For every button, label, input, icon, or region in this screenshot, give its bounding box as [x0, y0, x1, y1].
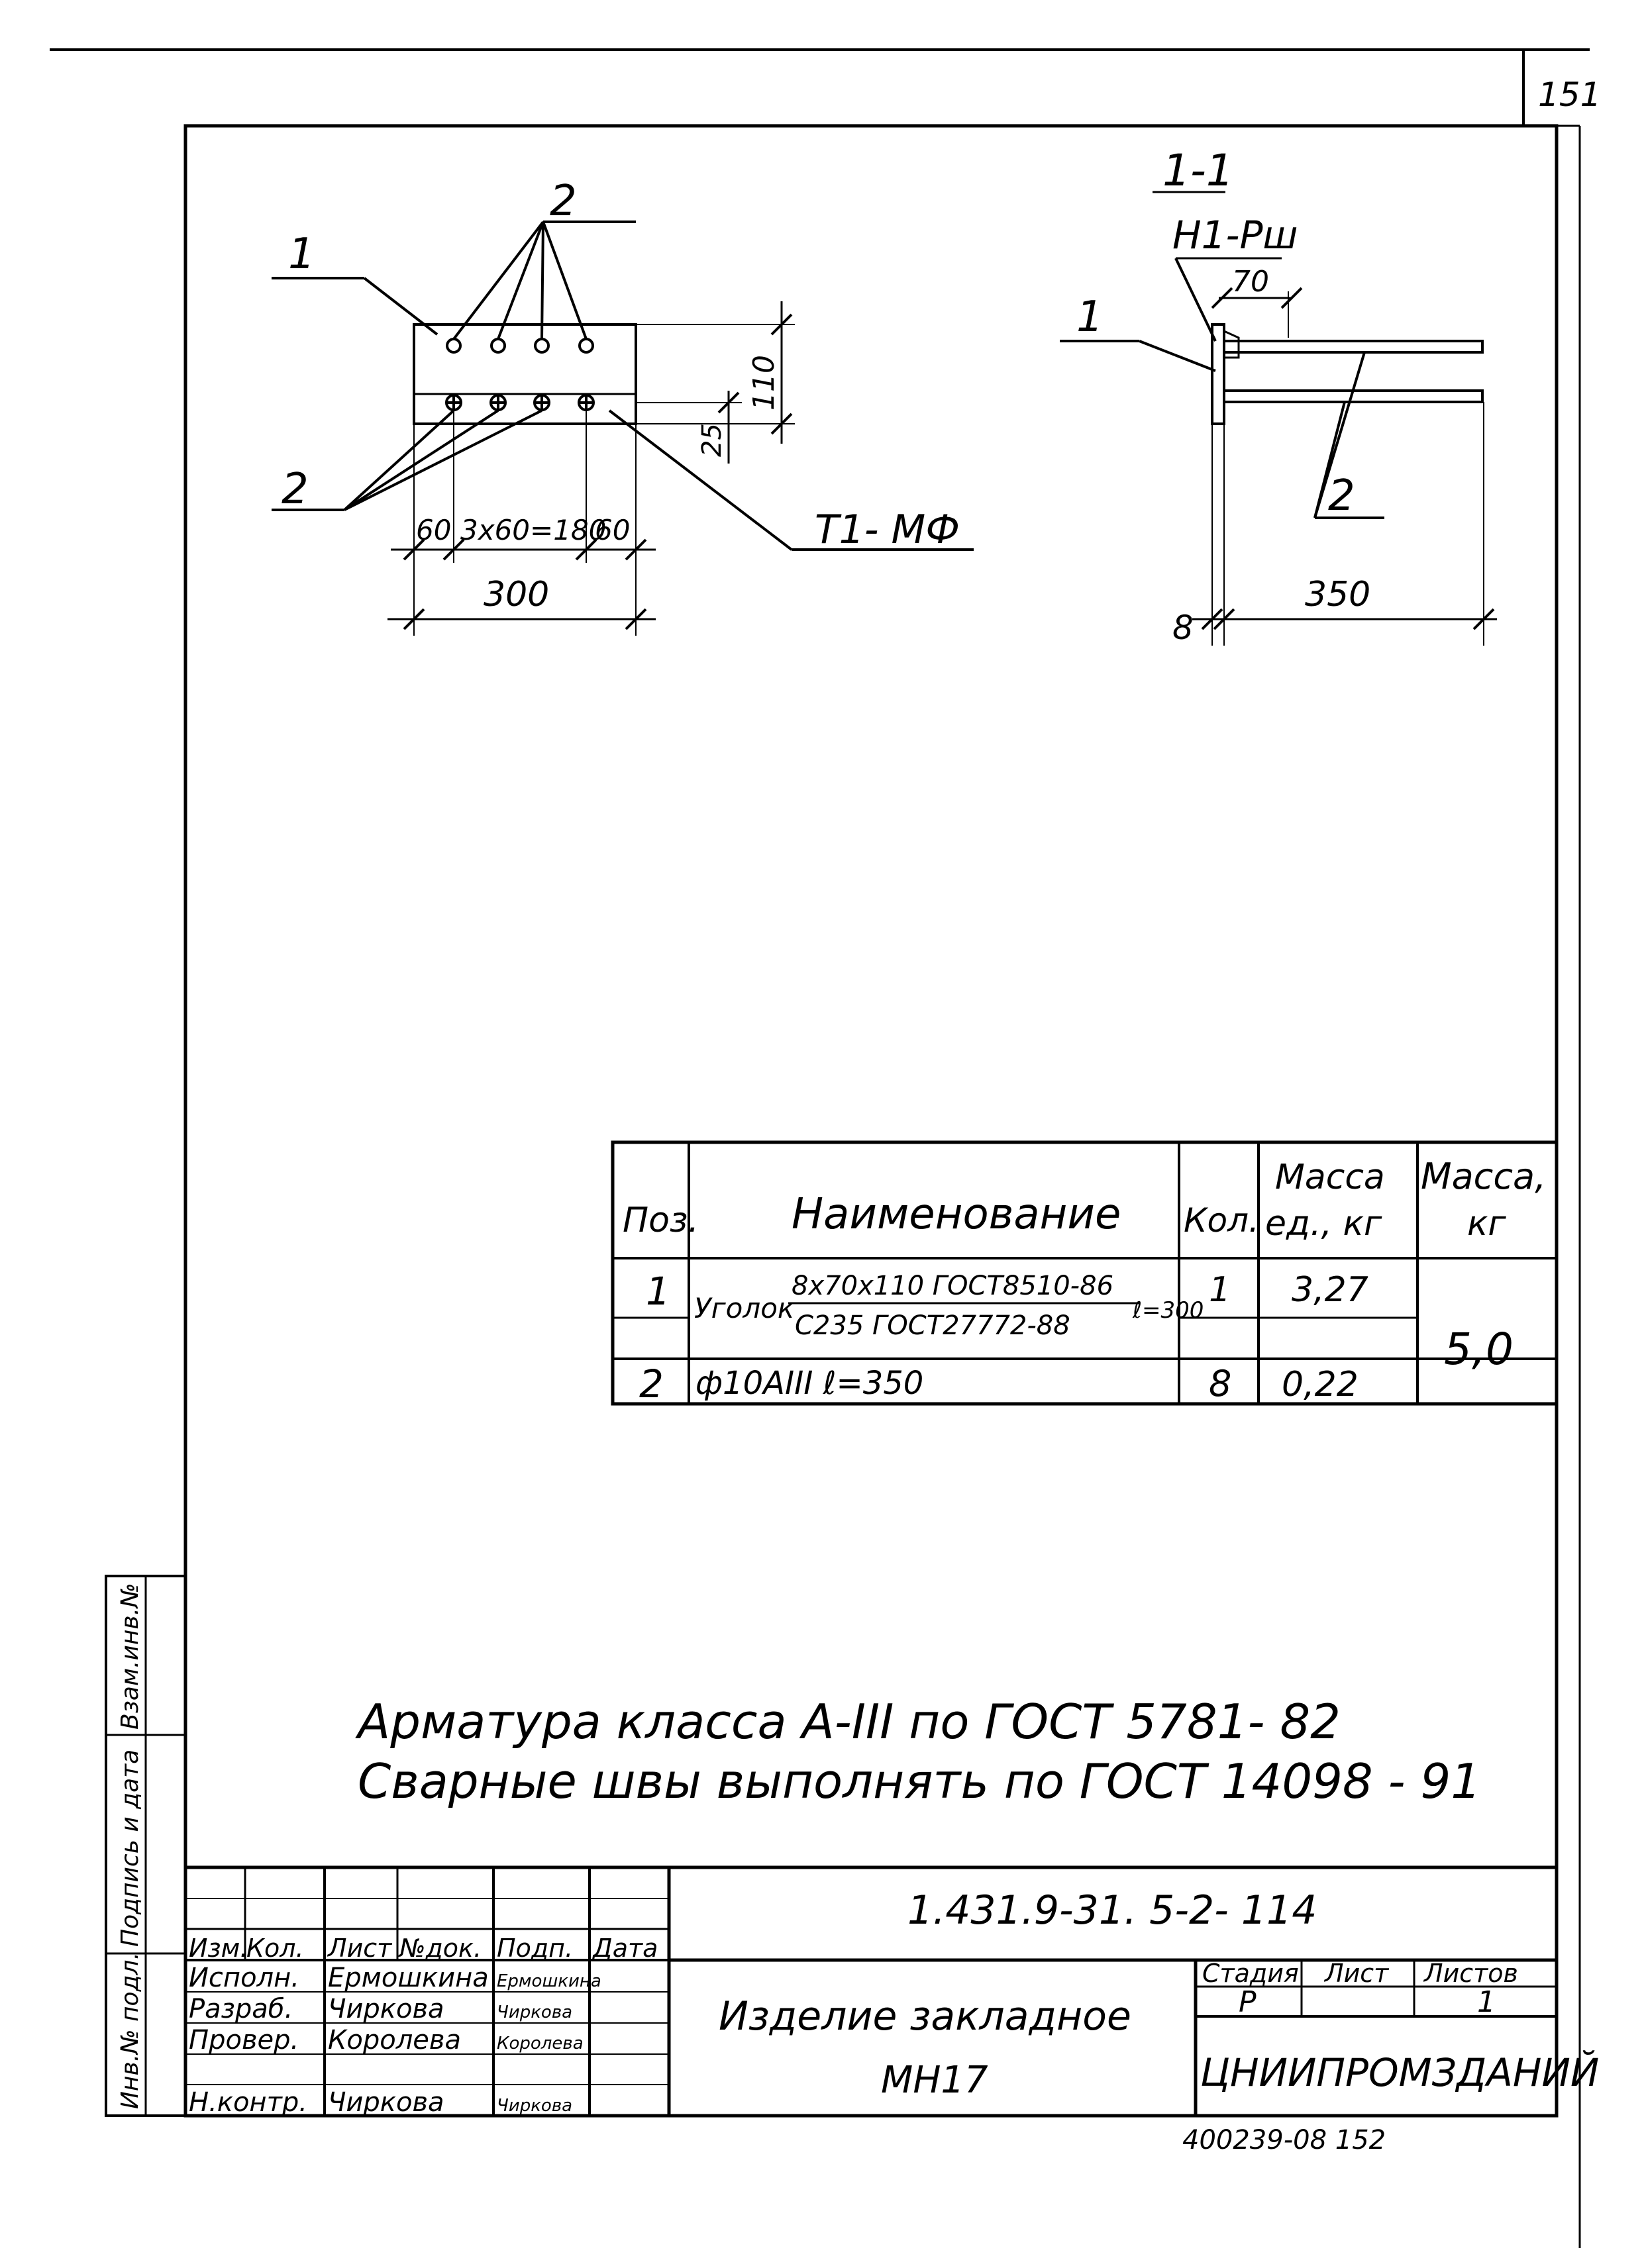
role-3: Провер. — [189, 2025, 299, 2055]
sheets-value: 1 — [1477, 1985, 1496, 2019]
row1-name-top: 8х70х110 ГОСТ8510-86 — [792, 1271, 1113, 1301]
side-stamp-col1: Взам.инв.№ — [117, 1583, 144, 1730]
weld-mark-t1: Т1- МФ — [815, 507, 960, 553]
leader-section-pos1 — [1139, 340, 1216, 372]
footer-number: 400239-08 152 — [1182, 2125, 1386, 2155]
dim-length: 350 — [1305, 575, 1370, 615]
spec-table — [611, 1140, 1559, 1406]
th-unit-mass-2: ед., кг — [1265, 1204, 1382, 1244]
organization: ЦНИИПРОМЗДАНИЙ — [1200, 2049, 1599, 2095]
total-mass: 5,0 — [1444, 1324, 1514, 1375]
sheet-label: Лист — [1323, 1959, 1390, 1988]
dim-height: 110 — [747, 355, 781, 411]
bar-row-bottom — [445, 394, 595, 411]
dim-mid: 3х60=180 — [460, 514, 606, 546]
callout-pos2-bottom: 2 — [282, 465, 309, 514]
section-callout-pos2: 2 — [1328, 471, 1355, 520]
designation: 1.431.9-31. 5-2- 114 — [907, 1887, 1317, 1934]
leader-pos1 — [363, 277, 438, 336]
sign-3: Королева — [497, 2034, 584, 2053]
hdr-podp: Подп. — [497, 1934, 573, 1963]
product-name: Изделие закладное — [719, 1993, 1131, 2040]
bar-upper — [1223, 340, 1484, 354]
name-2: Чиркова — [328, 1994, 444, 2024]
role-2: Разраб. — [189, 1994, 293, 2024]
role-4: Н.контр. — [189, 2087, 307, 2118]
row1-name-prefix: Уголок — [694, 1292, 795, 1324]
section-callout-pos1: 1 — [1076, 293, 1104, 342]
leader-weld-h1 — [1174, 258, 1217, 342]
hdr-data: Дата — [591, 1934, 658, 1963]
name-3: Королева — [328, 2025, 461, 2055]
sheet-frame — [50, 48, 1590, 2248]
hole-top-4 — [578, 338, 594, 354]
section-title: 1-1 — [1162, 145, 1234, 196]
row2-pos: 2 — [639, 1361, 664, 1406]
th-mass-2: кг — [1467, 1204, 1506, 1244]
hdr-izm: Изм. — [189, 1934, 248, 1963]
row1-unit-mass: 3,27 — [1292, 1270, 1368, 1310]
th-name: Наименование — [792, 1190, 1121, 1239]
leader-weld — [608, 409, 793, 551]
dim-right: 60 — [595, 514, 630, 546]
hdr-list: Лист — [327, 1934, 393, 1963]
side-stamp — [105, 1575, 187, 2117]
sheet-number: 151 — [1538, 75, 1601, 114]
dim-thickness: 8 — [1172, 609, 1194, 647]
sign-1: Ермошкина — [497, 1971, 601, 1991]
sign-4: Чиркова — [497, 2096, 572, 2116]
title-block — [185, 1865, 1557, 2116]
angle-leg-vertical — [1211, 323, 1225, 425]
dim-total: 300 — [484, 575, 549, 615]
dim-left: 60 — [416, 514, 451, 546]
name-1: Ермошкина — [328, 1963, 489, 1993]
section-view — [1060, 191, 1497, 646]
th-pos: Поз. — [623, 1201, 699, 1240]
note-1: Арматура класса А-III по ГОСТ 5781- 82 — [355, 1694, 1341, 1750]
plate-outline — [413, 323, 637, 425]
row1-pos: 1 — [646, 1269, 670, 1314]
dim-offset: 25 — [697, 423, 727, 457]
note-2: Сварные швы выполнять по ГОСТ 14098 - 91 — [358, 1753, 1481, 1809]
sheets-label: Листов — [1423, 1959, 1518, 1988]
row2-name: ф10АIII ℓ=350 — [695, 1365, 923, 1402]
th-unit-mass-1: Масса — [1275, 1158, 1385, 1197]
hdr-ndok: №док. — [398, 1934, 482, 1963]
row1-qty: 1 — [1209, 1270, 1231, 1310]
th-qty: Кол. — [1184, 1201, 1259, 1240]
plate-front-view — [272, 221, 974, 636]
hole-top-3 — [534, 338, 550, 354]
hdr-kol: Кол. — [246, 1934, 304, 1963]
stage-value: Р — [1239, 1985, 1257, 2019]
callout-pos1: 1 — [288, 230, 315, 279]
row2-qty: 8 — [1209, 1363, 1231, 1405]
stage-label: Стадия — [1202, 1959, 1299, 1988]
role-1: Исполн. — [189, 1963, 299, 1993]
name-4: Чиркова — [328, 2087, 444, 2118]
hole-top-1 — [446, 338, 462, 354]
weld-mark-h1: Н1-Рш — [1172, 213, 1298, 258]
callout-pos2-top: 2 — [550, 177, 577, 226]
side-stamp-col2: Подпись и дата — [117, 1750, 144, 1947]
product-code: МН17 — [881, 2059, 988, 2102]
hole-top-2 — [490, 338, 506, 354]
row1-name-suffix: ℓ=300 — [1132, 1297, 1204, 1324]
row2-unit-mass: 0,22 — [1282, 1365, 1359, 1405]
th-mass-1: Масса, — [1421, 1156, 1546, 1197]
row1-name-bottom: С235 ГОСТ27772-88 — [795, 1310, 1070, 1341]
side-stamp-col3: Инв.№ подл. — [117, 1952, 144, 2109]
dim-leg: 70 — [1232, 265, 1269, 299]
sign-2: Чиркова — [497, 2002, 572, 2022]
